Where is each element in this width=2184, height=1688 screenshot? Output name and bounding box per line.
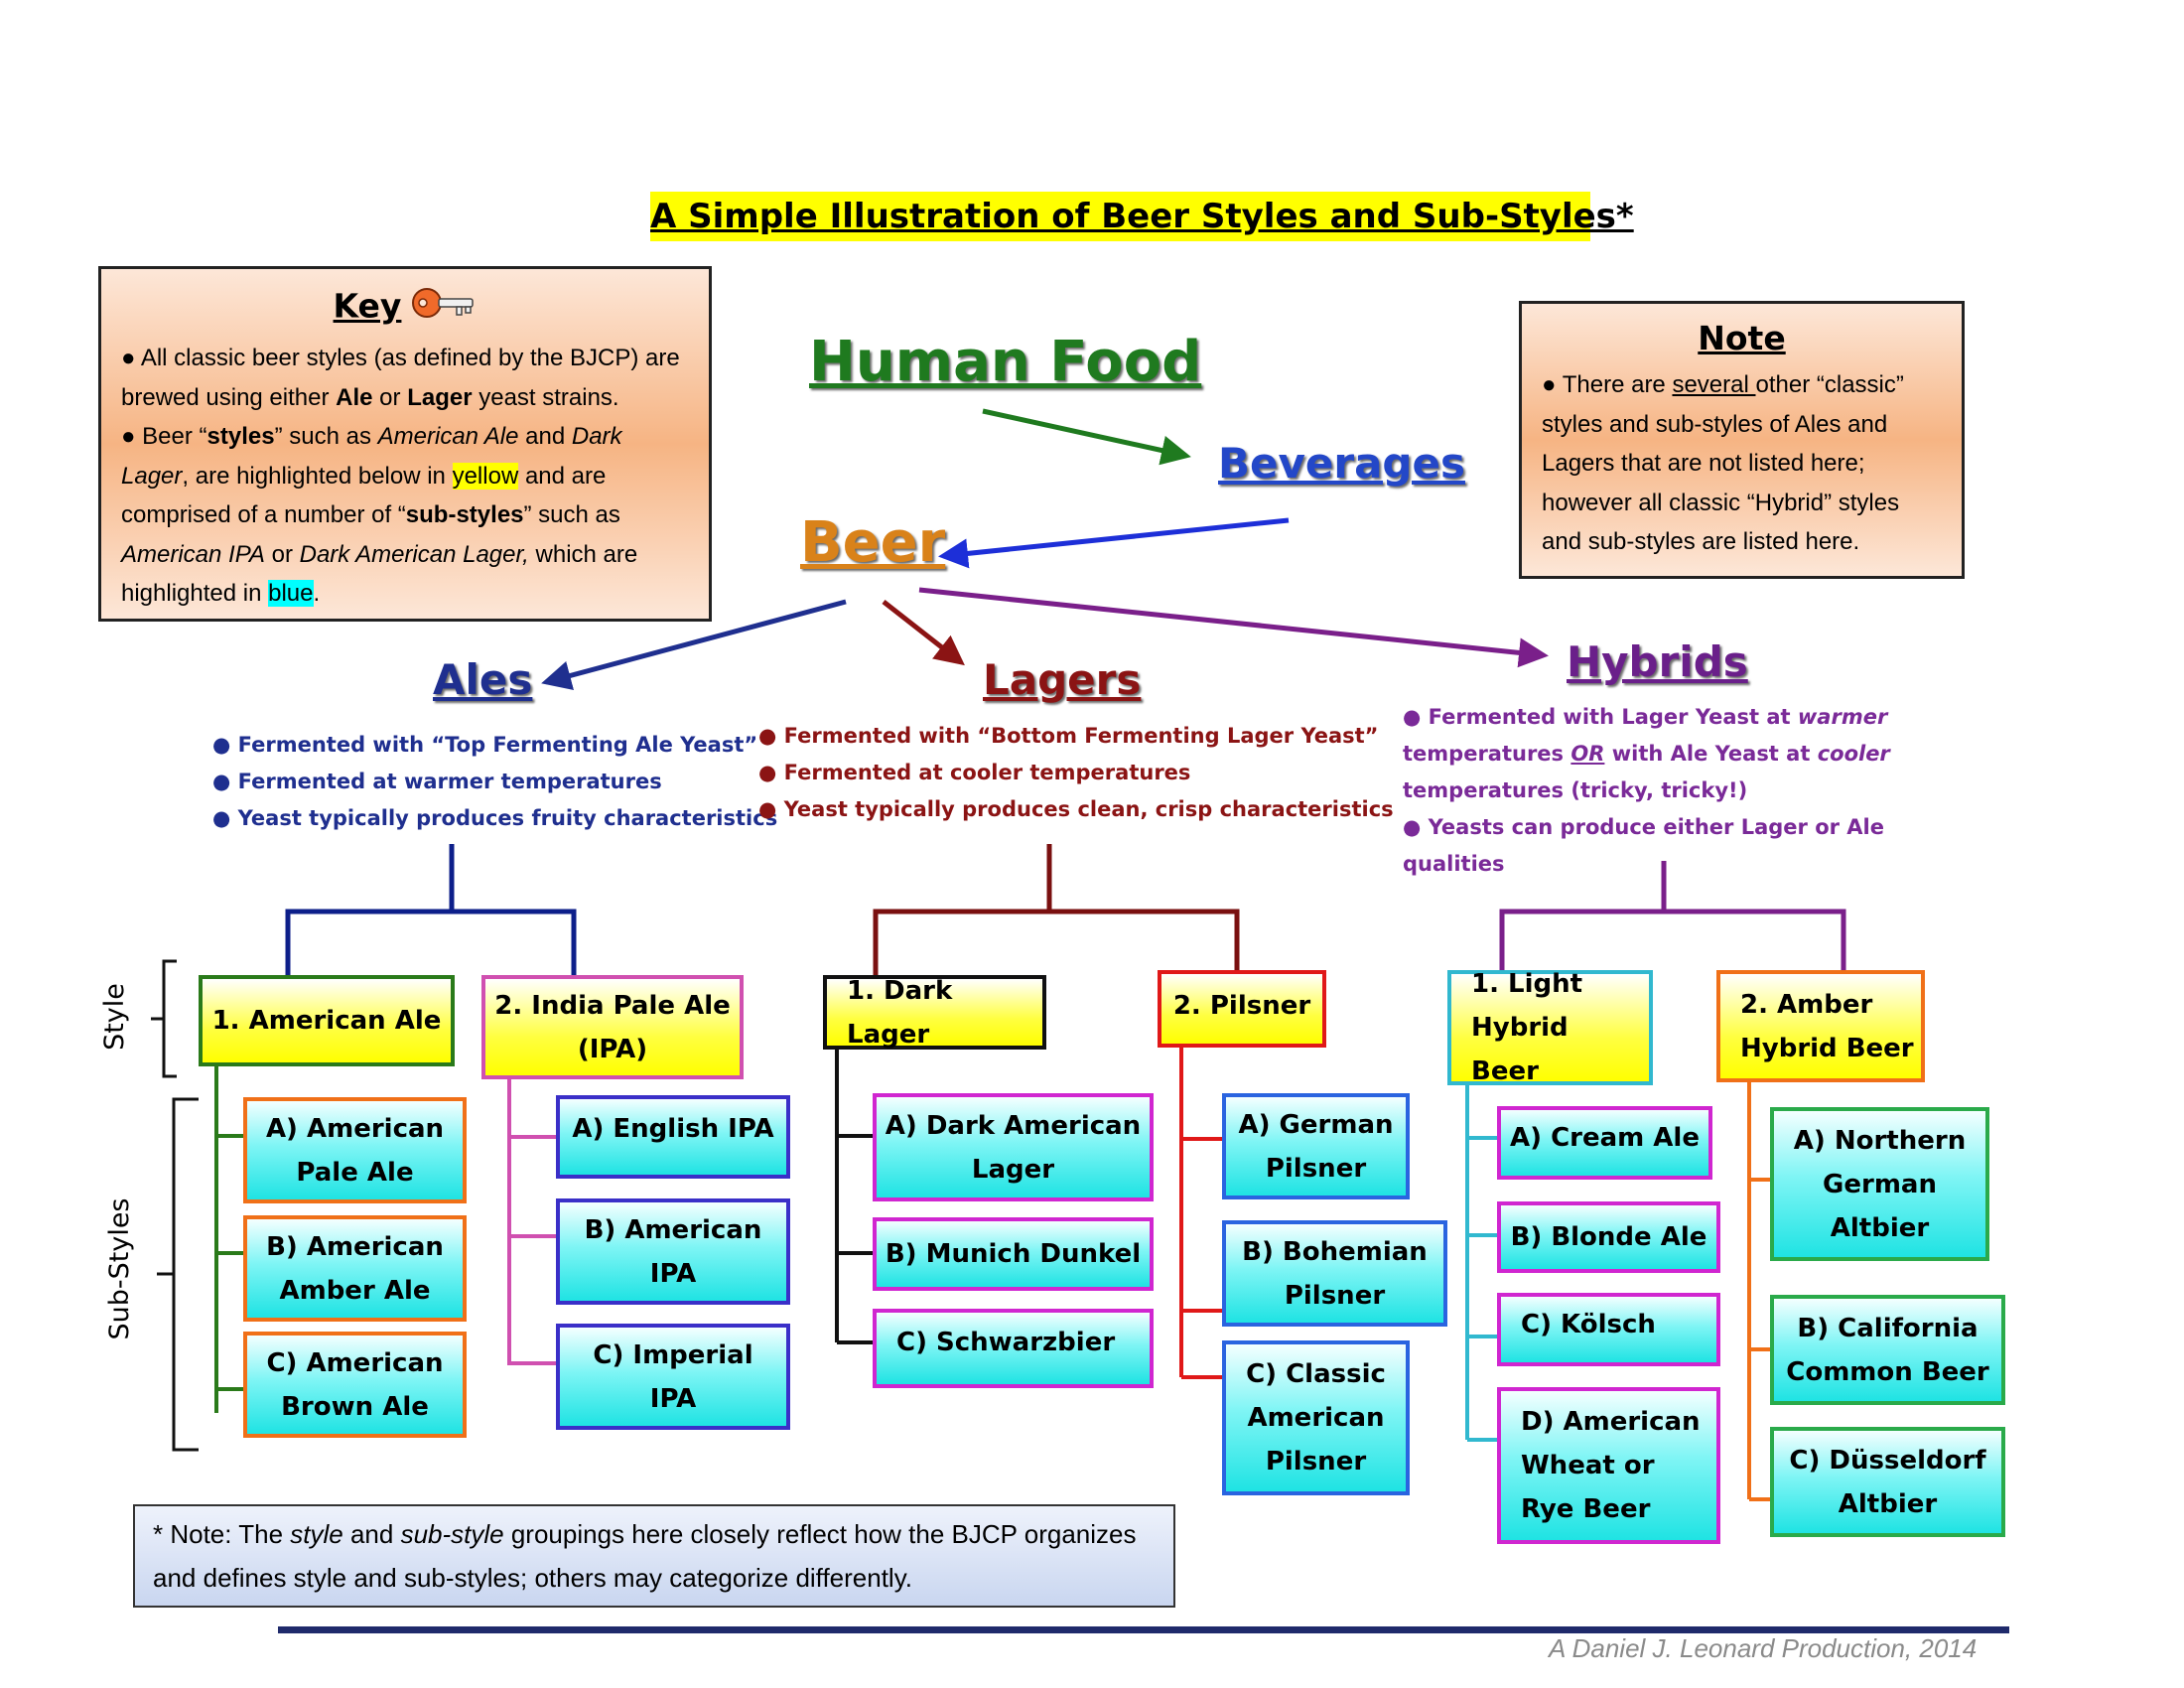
page-title: A Simple Illustration of Beer Styles and… [650, 192, 1634, 241]
node-human-food: Human Food [809, 330, 1202, 394]
lagers-tree [873, 844, 1240, 978]
node-hybrids: Hybrids [1567, 637, 1748, 686]
substyle-cream-ale: A) Cream Ale [1497, 1106, 1712, 1180]
style-brace [151, 959, 177, 1078]
footer-divider [278, 1626, 2009, 1633]
substyle-schwarzbier: C) Schwarzbier [873, 1309, 1154, 1388]
footnote-box: * Note: The style and sub-style grouping… [133, 1504, 1175, 1608]
substyle-munich-dunkel: B) Munich Dunkel [873, 1217, 1154, 1291]
substyle-blonde-ale: B) Blonde Ale [1497, 1201, 1720, 1273]
node-beverages: Beverages [1218, 439, 1465, 488]
blue-highlight: blue [268, 580, 314, 607]
note-box: Note ● There are several other “classic”… [1519, 301, 1965, 579]
yellow-highlight: yellow [452, 462, 519, 490]
hybrids-description: ● Fermented with Lager Yeast at warmer t… [1403, 699, 1959, 883]
node-ales: Ales [433, 655, 533, 704]
style-row-label: Style [99, 983, 130, 1051]
substyles-row-label: Sub-Styles [104, 1197, 135, 1340]
arrow-beer-lagers [882, 600, 965, 666]
lagers-description: ● Fermented with “Bottom Fermenting Lage… [758, 718, 1394, 828]
style-india-pale-ale: 2. India Pale Ale(IPA) [481, 975, 744, 1079]
hybrids-tree [1499, 861, 1846, 970]
key-text: ● All classic beer styles (as defined by… [121, 345, 680, 607]
ales-bullet: ● Yeast typically produces fruity charac… [212, 806, 778, 830]
style-american-ale: 1. American Ale [199, 975, 455, 1066]
key-icon [411, 283, 477, 333]
credit-line: A Daniel J. Leonard Production, 2014 [1549, 1633, 1978, 1663]
style-dark-lager: 1. Dark Lager [823, 975, 1046, 1050]
ales-description: ● Fermented with “Top Fermenting Ale Yea… [212, 727, 777, 837]
style-pilsner: 2. Pilsner [1158, 970, 1326, 1048]
lagers-bullet: ● Yeast typically produces clean, crisp … [758, 797, 1394, 821]
substyle-kolsch: C) Kölsch [1497, 1293, 1720, 1366]
ales-bullet: ● Fermented with “Top Fermenting Ale Yea… [212, 733, 758, 757]
lagers-bullet: ● Fermented at cooler temperatures [758, 761, 1191, 784]
ales-bullet: ● Fermented at warmer temperatures [212, 770, 662, 793]
arrow-beverages-beer [938, 517, 1290, 569]
key-heading: Key [121, 283, 689, 333]
key-box: Key ● All classic beer styles (as define… [98, 266, 712, 622]
hybrids-bullet: ● Yeasts can produce either Lager or Ale… [1403, 815, 1884, 876]
arrow-beer-ales [541, 599, 847, 691]
substyles-brace [157, 1097, 199, 1452]
lagers-bullet: ● Fermented with “Bottom Fermenting Lage… [758, 724, 1379, 748]
note-heading: Note [1698, 319, 1786, 357]
note-text: ● There are several other “classic” styl… [1542, 371, 1904, 555]
node-lagers: Lagers [983, 655, 1142, 704]
arrow-human-food-beverages [982, 408, 1191, 466]
hybrids-bullet: ● Fermented with Lager Yeast at warmer t… [1403, 705, 1890, 802]
ales-tree [285, 844, 577, 978]
arrow-beer-hybrids [918, 587, 1549, 668]
substyle-english-ipa: A) English IPA [556, 1095, 790, 1179]
node-beer: Beer [800, 510, 946, 575]
